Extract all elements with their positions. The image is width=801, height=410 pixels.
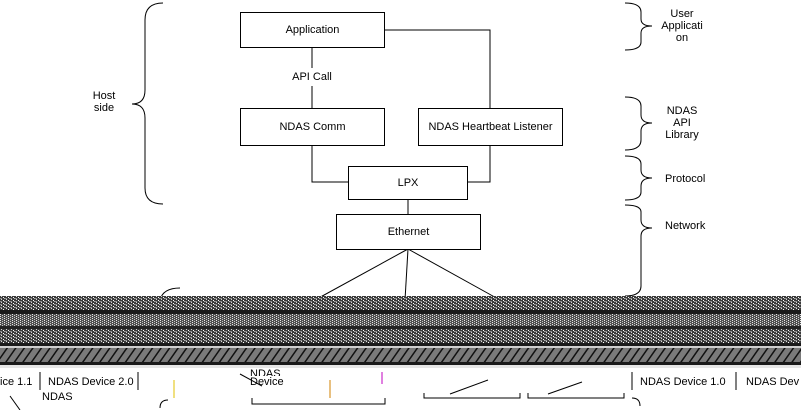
fragment-device-e: NDAS Device 1.0 [640, 376, 726, 388]
host-side-label: Host side [84, 90, 124, 114]
api-library-line-2: API [673, 117, 691, 129]
fragment-device-d: NDAS Device [250, 368, 284, 388]
user-application-line-3: on [675, 32, 689, 44]
corrupted-noise-band [0, 296, 801, 368]
ethernet-fan-left [314, 248, 409, 301]
application-box: Application [240, 12, 385, 48]
api-library-line-3: Library [665, 129, 699, 141]
ethernet-fan-middle [404, 248, 409, 301]
ndas-comm-to-lpx-line [311, 145, 348, 183]
user-application-brace [624, 2, 653, 51]
fragment-device-a: ice 1.1 [0, 376, 33, 388]
noise-pattern [0, 296, 801, 368]
fragment-bracket-1 [251, 398, 386, 405]
network-brace [624, 204, 653, 297]
host-side-line-1: Host [92, 90, 116, 102]
fragment-slant-1 [449, 379, 489, 395]
api-library-brace [624, 96, 653, 151]
host-side-line-2: side [93, 102, 115, 114]
user-application-line-1: User [670, 8, 694, 20]
network-label: Network [665, 220, 706, 232]
ethernet-fan-right [407, 248, 501, 301]
fragment-bracket-3 [527, 393, 625, 399]
heartbeat-listener-box: NDAS Heartbeat Listener [418, 108, 563, 146]
ndas-comm-label: NDAS Comm [279, 121, 346, 133]
ethernet-box: Ethernet [336, 214, 481, 250]
ndas-comm-box: NDAS Comm [240, 108, 385, 146]
fragment-brace-bottom-left [159, 399, 169, 409]
fragment-bracket-2 [423, 393, 521, 399]
fragment-device-d-line-2: Device [250, 376, 284, 388]
ethernet-label: Ethernet [387, 226, 430, 238]
user-application-label: User Applicati on [656, 8, 708, 44]
fragment-device-c: NDAS [42, 391, 73, 403]
fragment-slant-2 [547, 381, 583, 395]
fragment-device-b: NDAS Device 2.0 [48, 376, 134, 388]
fragment-device-f: NDAS Dev [746, 376, 800, 388]
application-to-heartbeat-line [384, 29, 491, 108]
protocol-label: Protocol [665, 173, 706, 185]
lpx-label: LPX [397, 177, 419, 189]
api-library-label: NDAS API Library [656, 105, 708, 141]
api-library-line-1: NDAS [666, 105, 698, 117]
fragment-slant-3 [239, 373, 263, 387]
lpx-box: LPX [348, 166, 468, 200]
heartbeat-listener-label: NDAS Heartbeat Listener [428, 121, 553, 133]
fragment-brace-bottom-right [631, 397, 641, 407]
user-application-line-2: Applicati [661, 20, 703, 32]
api-call-label: API Call [292, 71, 332, 83]
application-label: Application [285, 24, 340, 36]
heartbeat-to-lpx-line [468, 145, 491, 183]
fragment-device-d-line-1: NDAS [250, 368, 281, 376]
host-side-brace [131, 2, 164, 205]
protocol-brace [624, 155, 653, 201]
fragment-slant-4 [9, 395, 21, 410]
